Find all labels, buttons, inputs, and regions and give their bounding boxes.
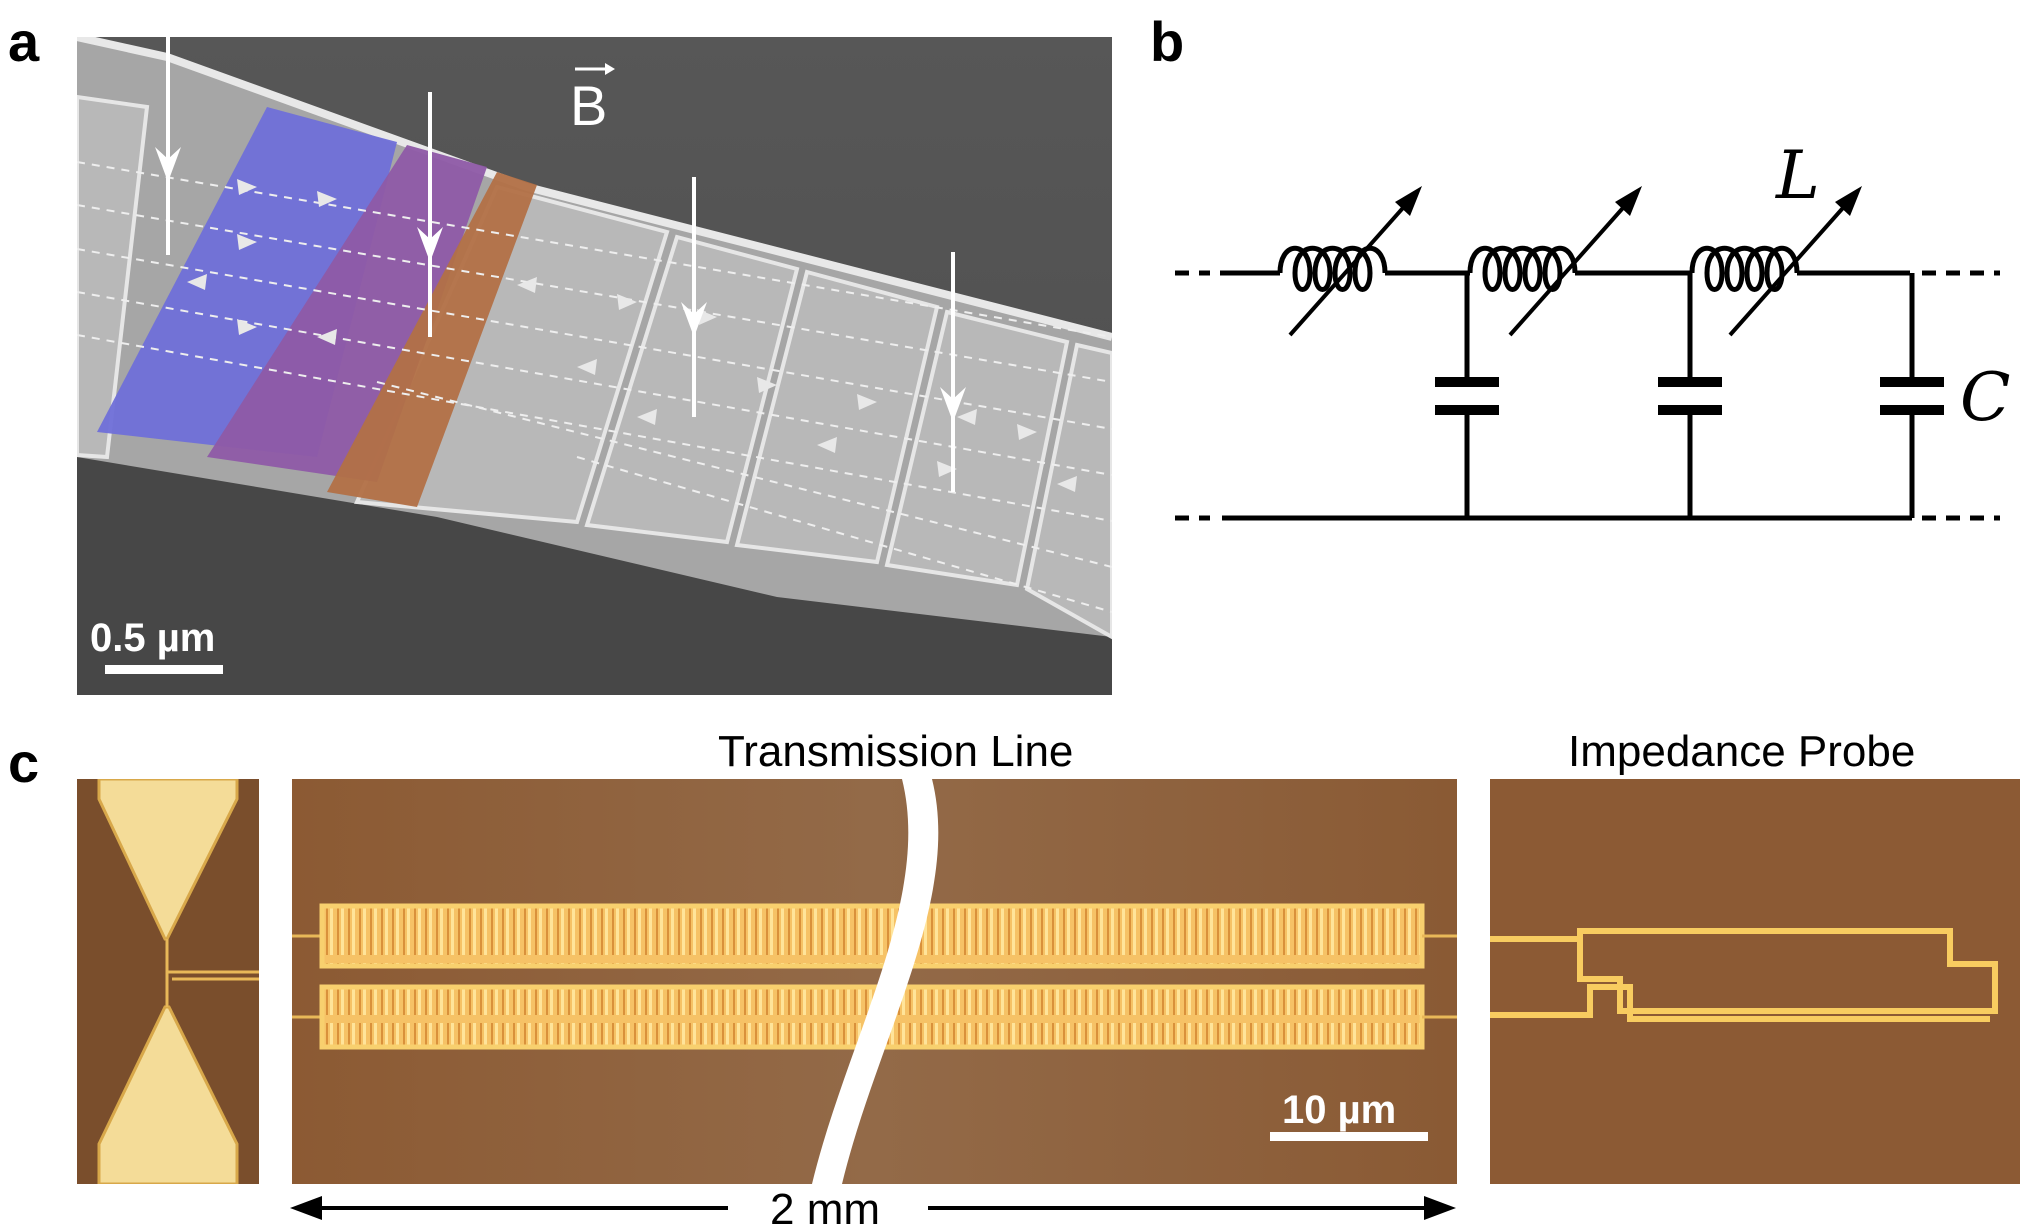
b-vector-head	[605, 63, 615, 75]
impedance-probe-title: Impedance Probe	[1568, 727, 1916, 776]
impedance-probe-image	[1490, 779, 2020, 1184]
optical-scale-label: 10 µm	[1282, 1088, 1397, 1132]
length-label: 2 mm	[770, 1185, 880, 1230]
inductor-1	[1277, 245, 1388, 292]
field-arrows	[166, 37, 955, 492]
lower-pad	[97, 1005, 239, 1184]
variable-arrowheads	[1395, 186, 1862, 216]
purple-domain	[207, 145, 487, 482]
orange-domain	[327, 172, 537, 507]
break-mark	[812, 779, 939, 1184]
capacitor-plates	[1435, 377, 1944, 415]
domain-arrowheads	[187, 179, 1077, 492]
capacitor-label: C	[1960, 359, 2011, 436]
inductor-2	[1467, 245, 1578, 292]
sem-image	[77, 37, 1112, 695]
dashed-flux-lines	[77, 161, 1112, 613]
probe-loop	[1490, 928, 1998, 1022]
panel-a-label: a	[8, 10, 40, 73]
bowtie-pads-image	[77, 779, 259, 1184]
sem-scale-label: 0.5 µm	[90, 616, 216, 660]
inductor-label: L	[1776, 137, 1820, 214]
length-dimension	[290, 1196, 1456, 1220]
inductor-3	[1689, 245, 1800, 292]
variable-arrows	[1288, 198, 1852, 337]
ladder-circuit	[1175, 186, 2000, 521]
panel-b-label: b	[1150, 10, 1185, 73]
optical-scale-bar	[1270, 1132, 1428, 1141]
panel-c-label: c	[8, 731, 40, 794]
transmission-line-title: Transmission Line	[718, 727, 1074, 776]
field-label: B	[570, 74, 608, 137]
transmission-line-image	[292, 779, 1457, 1184]
field-arrowheads	[155, 147, 966, 422]
sem-scale-bar	[105, 665, 223, 674]
upper-line-array	[319, 903, 1425, 969]
